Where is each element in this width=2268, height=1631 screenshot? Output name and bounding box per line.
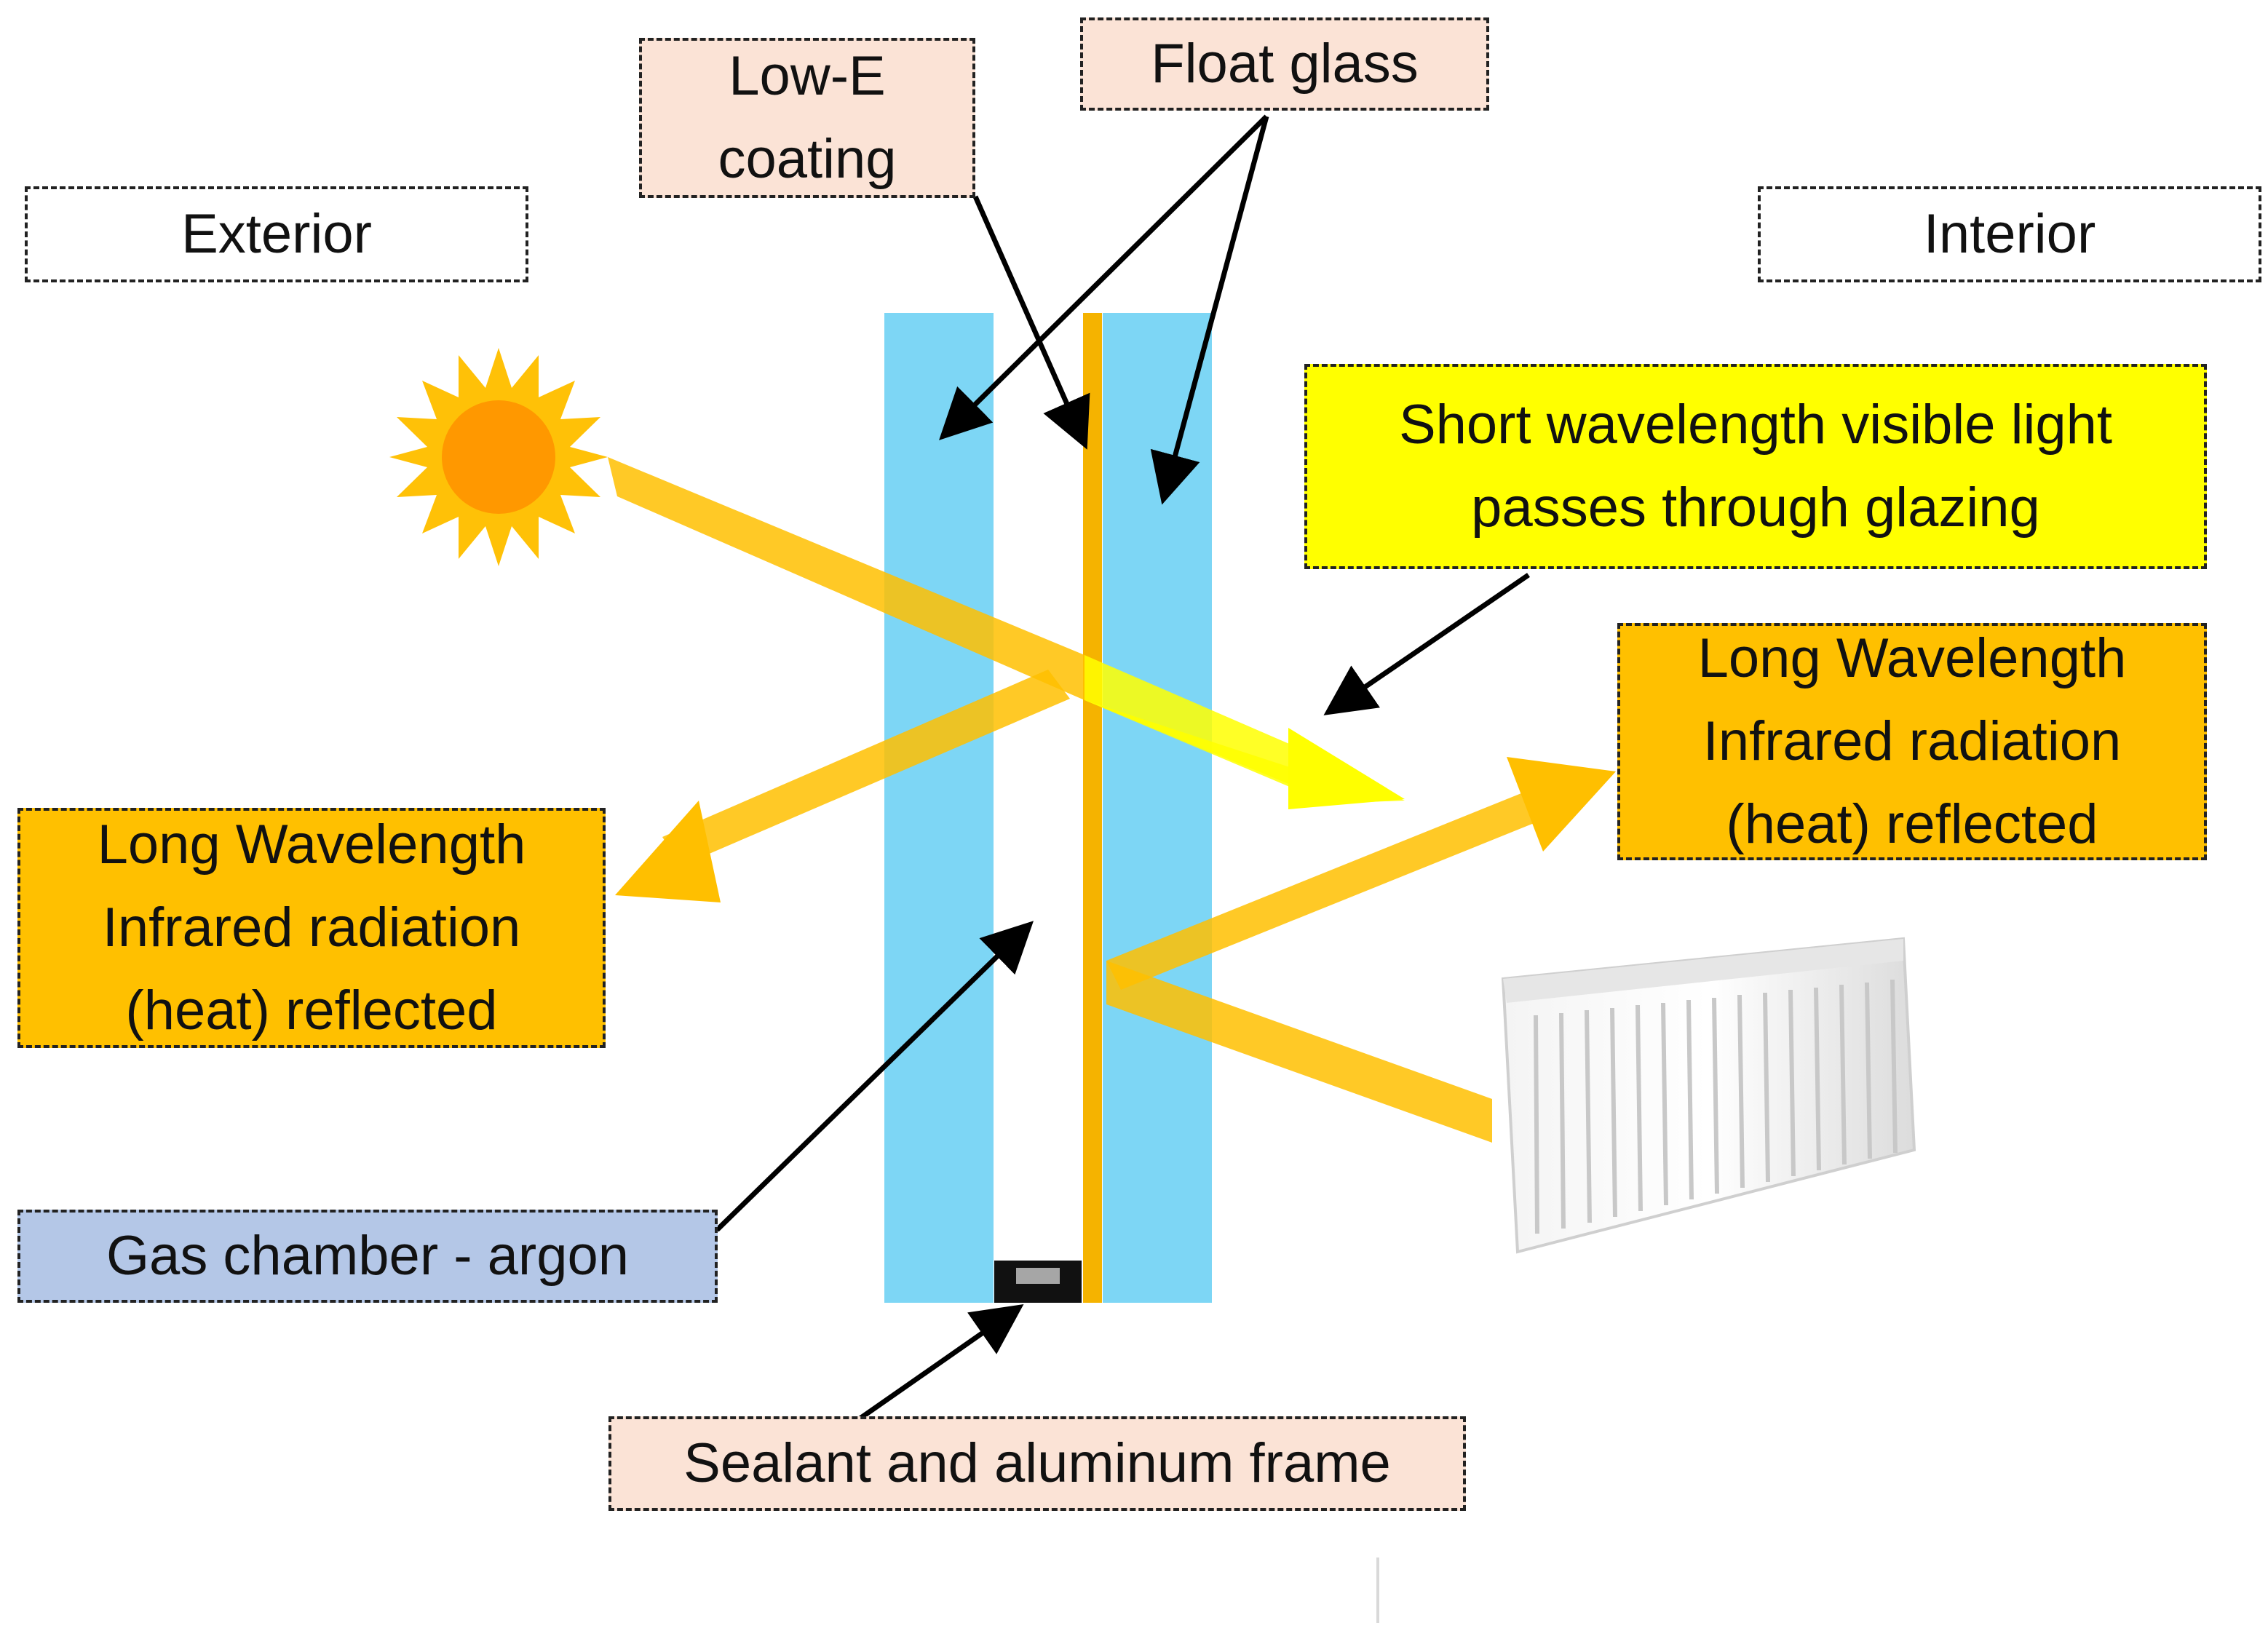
exterior-label: Exterior xyxy=(25,186,528,282)
low-e-coating-layer xyxy=(1083,313,1102,1303)
visible-light-label: Short wavelength visible light passes th… xyxy=(1304,364,2207,569)
ir-reflected-exterior-beam xyxy=(662,670,1070,866)
sealant-pointer xyxy=(857,1303,1024,1421)
low-e-pointer-arrow xyxy=(972,195,1090,450)
interior-label: Interior xyxy=(1758,186,2261,282)
outer-glass-pane xyxy=(884,313,994,1303)
visible-light-beam-body xyxy=(1085,655,1316,795)
ir-reflected-interior-label: Long Wavelength Infrared radiation (heat… xyxy=(1617,623,2207,860)
ir-exterior-arrowhead xyxy=(615,801,721,902)
sun-icon xyxy=(389,348,608,566)
ir-reflected-exterior-label: Long Wavelength Infrared radiation (heat… xyxy=(17,808,606,1048)
aluminum-spacer xyxy=(1016,1268,1060,1284)
inner-glass-pane xyxy=(1103,313,1212,1303)
float-glass-pointer-left xyxy=(939,114,1269,440)
float-glass-label: Float glass xyxy=(1080,17,1489,111)
radiator-heat-beam xyxy=(1106,961,1492,1143)
low-e-coating-label: Low-E coating xyxy=(639,38,975,198)
sealant-frame-label: Sealant and aluminum frame xyxy=(608,1416,1466,1511)
ir-interior-arrowhead xyxy=(1507,757,1616,852)
ir-reflected-interior-beam xyxy=(1106,793,1536,990)
gas-chamber-pointer xyxy=(715,921,1034,1232)
radiator-icon xyxy=(1501,937,1916,1254)
incoming-sunlight-beam xyxy=(608,457,1085,700)
visible-light-pointer xyxy=(1323,573,1530,715)
visible-light-arrowhead xyxy=(1288,728,1405,809)
gas-chamber-label: Gas chamber - argon xyxy=(17,1210,718,1303)
float-glass-pointer-right xyxy=(1150,116,1269,505)
